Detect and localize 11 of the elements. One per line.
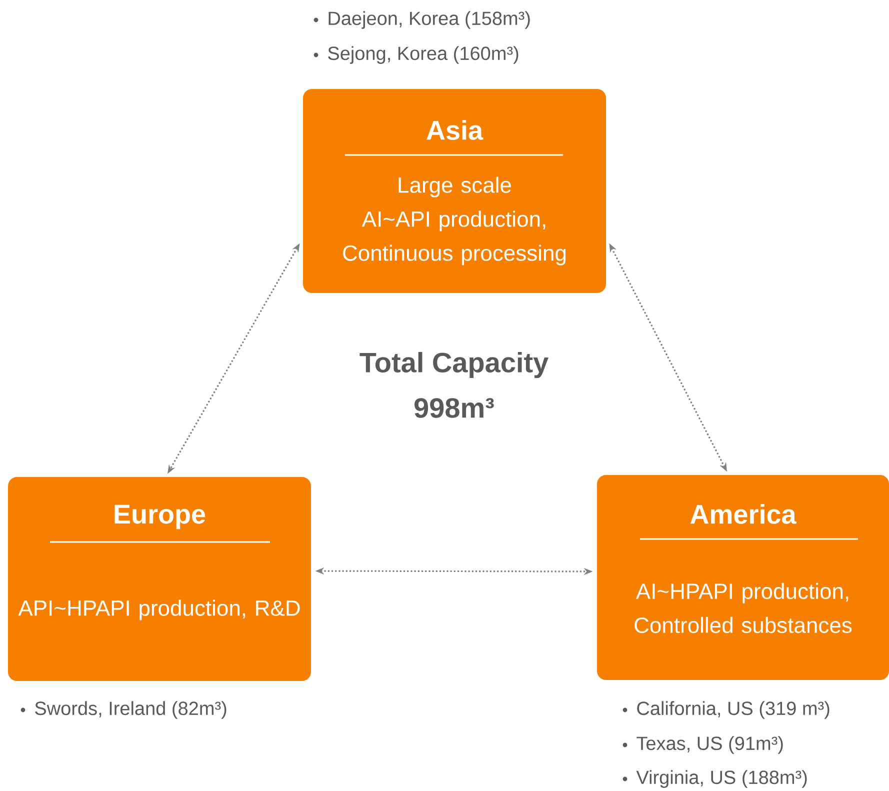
- region-box: Europe API~HPAPI production, R&D: [8, 477, 311, 681]
- location-item: Sejong, Korea (160m³): [328, 46, 518, 64]
- total-capacity-text: Total Capacity: [360, 352, 548, 378]
- location-item: Swords, Ireland (82m³): [35, 701, 226, 719]
- total-capacity-text: 998m³: [414, 398, 494, 418]
- location-item: Virginia, US (188m³): [636, 770, 807, 788]
- region-box: America AI~HPAPI production, Controlled substances: [597, 475, 889, 680]
- location-item: California, US (319 m³): [637, 701, 830, 719]
- region-box: Asia Large scale AI~API production, Continuous processing: [303, 89, 606, 293]
- location-item: Texas, US (91m³): [636, 736, 783, 754]
- location-item: Daejeon, Korea (158m³): [328, 11, 530, 29]
